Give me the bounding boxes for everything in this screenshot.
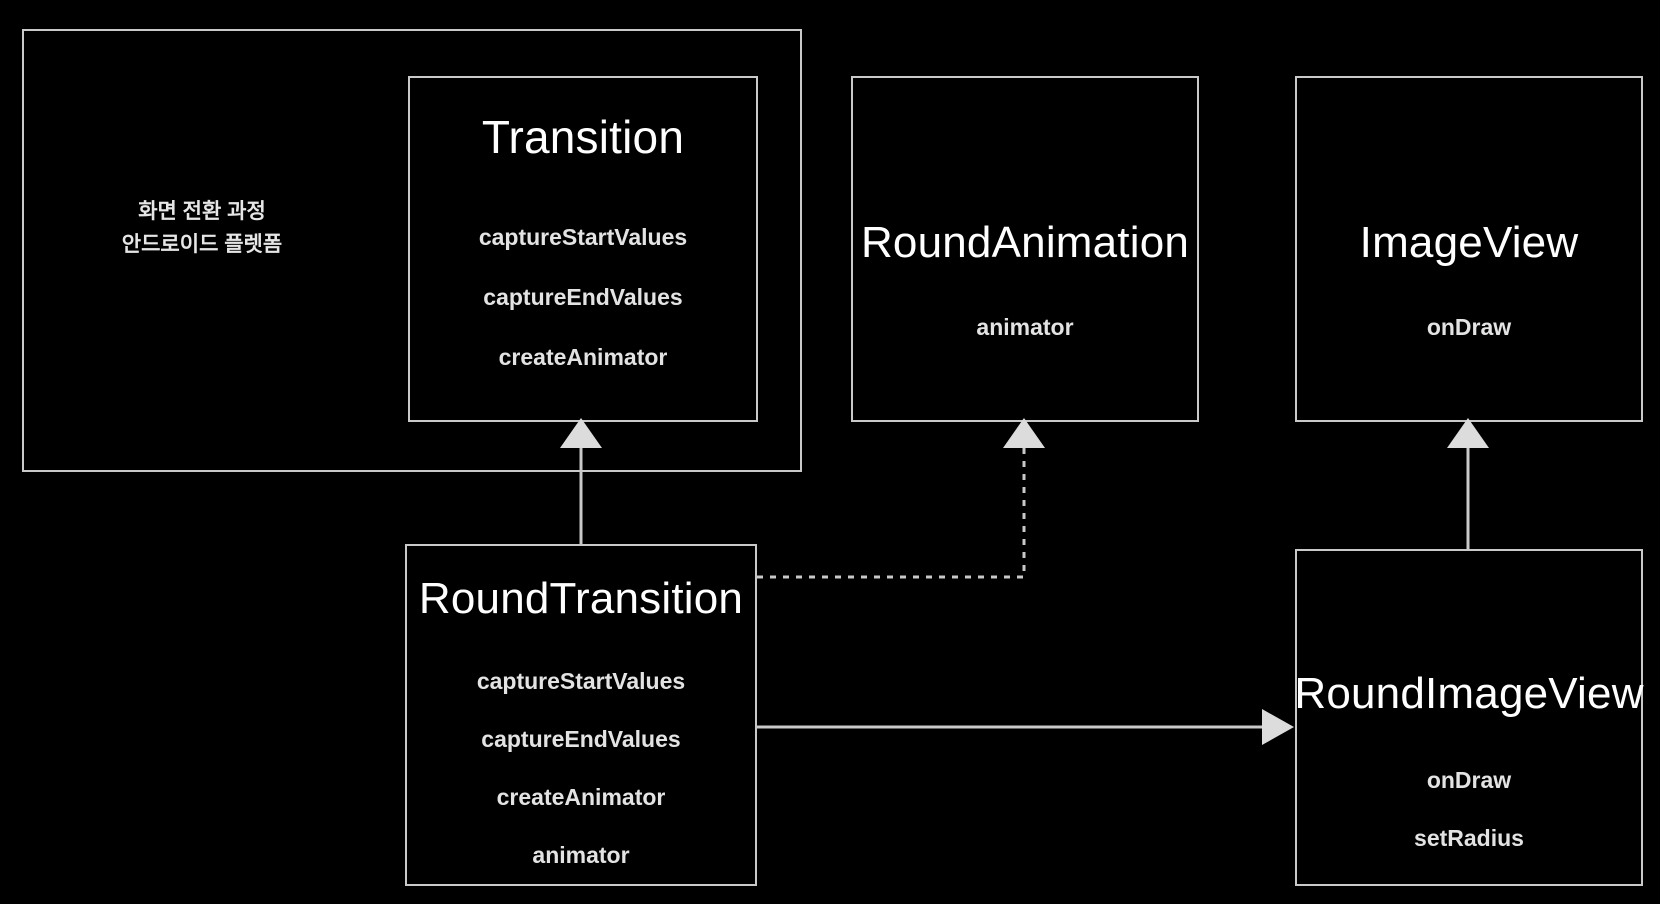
class-member: captureStartValues xyxy=(476,668,686,694)
group-note-label: 화면 전환 과정 안드로이드 플렛폼 xyxy=(121,200,283,256)
class-box-round-animation[interactable]: RoundAnimation animator xyxy=(851,76,1199,422)
class-member: animator xyxy=(532,842,630,868)
class-member: onDraw xyxy=(1426,767,1512,793)
class-title-round-animation: RoundAnimation xyxy=(860,218,1190,267)
class-box-transition[interactable]: Transition captureStartValues captureEnd… xyxy=(408,76,758,422)
class-member: createAnimator xyxy=(496,784,666,810)
hollow-triangle-arrowhead-icon xyxy=(1447,418,1489,448)
class-title-round-transition: RoundTransition xyxy=(418,574,744,623)
edge-round-image-view-to-image-view xyxy=(1447,418,1489,549)
class-member: captureEndValues xyxy=(481,726,681,752)
class-member: createAnimator xyxy=(498,344,668,370)
class-title-round-image-view: RoundImageView xyxy=(1294,669,1644,718)
class-member: animator xyxy=(976,314,1074,340)
class-member: captureStartValues xyxy=(478,224,688,250)
class-member: setRadius xyxy=(1414,825,1524,851)
class-title-transition: Transition xyxy=(481,111,685,163)
class-box-round-transition[interactable]: RoundTransition captureStartValues captu… xyxy=(405,544,757,886)
class-member: captureEndValues xyxy=(483,284,683,310)
class-member: onDraw xyxy=(1426,314,1512,340)
edge-round-transition-to-round-image-view xyxy=(757,709,1294,745)
class-title-image-view: ImageView xyxy=(1359,218,1579,267)
group-container-android-platform xyxy=(22,29,802,472)
hollow-triangle-arrowhead-icon xyxy=(1003,418,1045,448)
class-box-image-view[interactable]: ImageView onDraw xyxy=(1295,76,1643,422)
filled-arrowhead-icon xyxy=(1262,709,1294,745)
class-box-round-image-view[interactable]: RoundImageView onDraw setRadius xyxy=(1294,549,1644,886)
